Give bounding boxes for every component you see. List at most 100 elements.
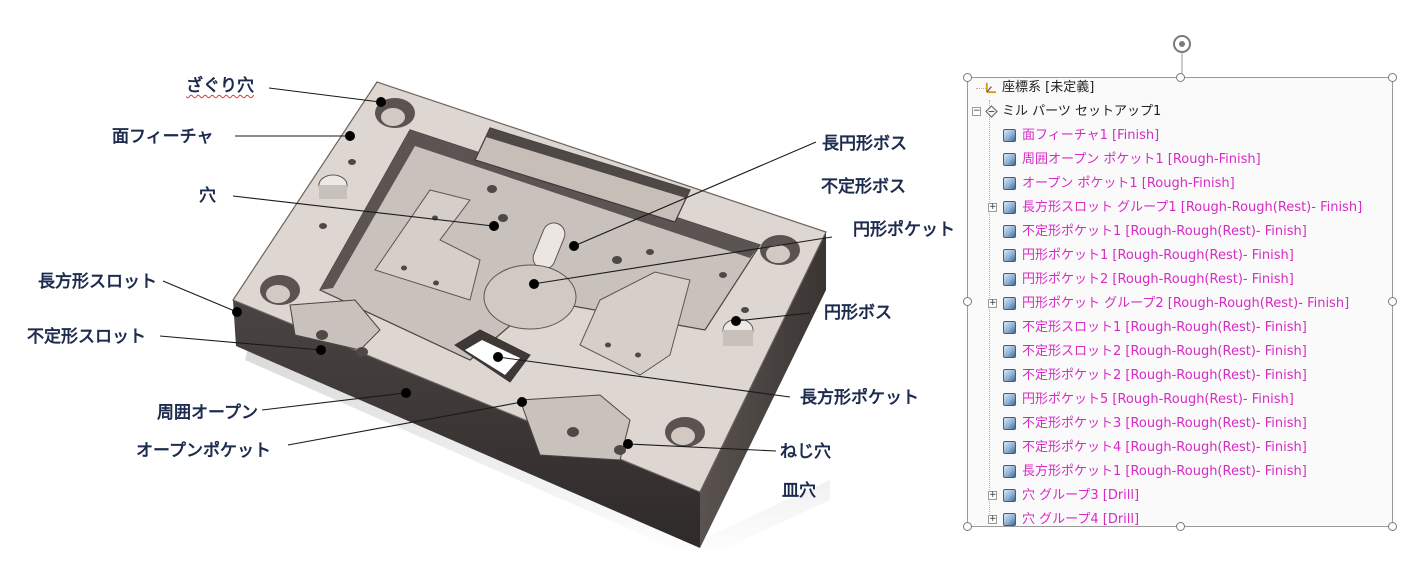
label-irregular-slot: 不定形スロット (27, 327, 146, 347)
tree-selection-frame[interactable] (967, 77, 1393, 527)
label-circular-pocket: 円形ポケット (853, 220, 955, 240)
leader-lines (159, 87, 833, 452)
tree-row-hole-group-4[interactable]: + 穴 グループ4 [Drill] (970, 508, 1390, 532)
tree-row-face-feature[interactable]: 面フィーチャ1 [Finish] (970, 124, 1390, 148)
label-circular-boss: 円形ボス (824, 303, 892, 323)
label-perimeter-open: 周囲オープン (157, 403, 258, 423)
tree-label: 周囲オープン ポケット1 [Rough-Finish] (1022, 152, 1261, 167)
cam-feature-tree: 座標系 [未定義] − ミル パーツ セットアップ1 面フィーチャ1 [Fini… (970, 76, 1390, 527)
label-rect-pocket: 長方形ポケット (800, 388, 919, 408)
pocket-group-icon (1003, 297, 1016, 310)
tree-label: 長方形ポケット1 [Rough-Rough(Rest)- Finish] (1022, 464, 1307, 479)
open-pocket-icon (1003, 177, 1016, 190)
expand-icon[interactable]: + (988, 298, 997, 308)
expand-icon[interactable]: + (988, 202, 997, 212)
tree-row-circular-pocket-5[interactable]: 円形ポケット5 [Rough-Rough(Rest)- Finish] (970, 388, 1390, 412)
tree-label: 不定形ポケット3 [Rough-Rough(Rest)- Finish] (1022, 416, 1307, 431)
tree-row-open-pocket[interactable]: オープン ポケット1 [Rough-Finish] (970, 172, 1390, 196)
counterbore-hole-1-inner (381, 108, 405, 126)
resize-handle-bottom-mid[interactable] (1176, 522, 1185, 531)
tree-label: 穴 グループ3 [Drill] (1022, 488, 1140, 503)
circular-boss-left-side (319, 185, 347, 199)
callout-dots (232, 97, 741, 449)
tree-label: 円形ポケット グループ2 [Rough-Rough(Rest)- Finish] (1022, 296, 1350, 311)
tree-row-irregular-pocket-1[interactable]: 不定形ポケット1 [Rough-Rough(Rest)- Finish] (970, 220, 1390, 244)
pocket-icon (1003, 417, 1016, 430)
label-countersink: 皿穴 (782, 481, 816, 501)
resize-handle-top-left[interactable] (963, 73, 972, 82)
collapse-icon[interactable]: − (972, 106, 981, 116)
tree-row-irregular-slot-2[interactable]: 不定形スロット2 [Rough-Rough(Rest)- Finish] (970, 340, 1390, 364)
small-holes (316, 159, 749, 455)
pocket-icon (1003, 465, 1016, 478)
expand-icon[interactable]: + (988, 514, 997, 524)
tree-row-coordinate-system[interactable]: 座標系 [未定義] (970, 76, 1390, 100)
pocket-icon (1003, 273, 1016, 286)
tree-label: 長方形スロット グループ1 [Rough-Rough(Rest)- Finish… (1022, 200, 1363, 215)
counterbore-hole-3-inner (766, 245, 790, 263)
tree-row-circular-pocket-1[interactable]: 円形ポケット1 [Rough-Rough(Rest)- Finish] (970, 244, 1390, 268)
slot-icon (1003, 321, 1016, 334)
block-right-side (700, 232, 826, 548)
tree-row-mill-setup[interactable]: − ミル パーツ セットアップ1 (970, 100, 1390, 124)
label-hole: 穴 (199, 186, 216, 206)
pocket-icon (1003, 393, 1016, 406)
tree-row-hole-group-3[interactable]: + 穴 グループ3 [Drill] (970, 484, 1390, 508)
perimeter-pocket-icon (1003, 153, 1016, 166)
label-tapped-hole: ねじ穴 (780, 442, 831, 462)
label-rect-slot: 長方形スロット (38, 272, 157, 292)
block-front-side (233, 300, 700, 548)
circular-pocket (483, 264, 577, 330)
label-irregular-boss: 不定形ボス (821, 177, 906, 197)
tree-label: 穴 グループ4 [Drill] (1022, 512, 1140, 527)
tree-row-circular-pocket-group[interactable]: + 円形ポケット グループ2 [Rough-Rough(Rest)- Finis… (970, 292, 1390, 316)
tree-row-slot-group[interactable]: + 長方形スロット グループ1 [Rough-Rough(Rest)- Fini… (970, 196, 1390, 220)
top-slot-wall (486, 128, 690, 198)
resize-handle-top-mid[interactable] (1176, 73, 1185, 82)
mill-setup-icon (985, 105, 998, 118)
irregular-slot (289, 299, 381, 351)
circular-boss-right-side (723, 330, 753, 346)
hole-group-icon (1003, 513, 1016, 526)
rotate-handle-icon[interactable] (1168, 32, 1196, 78)
tree-row-irregular-pocket-3[interactable]: 不定形ポケット3 [Rough-Rough(Rest)- Finish] (970, 412, 1390, 436)
resize-handle-mid-right[interactable] (1388, 297, 1397, 306)
coordinate-system-icon (985, 82, 997, 94)
inner-left-pocket (374, 189, 481, 301)
tree-label: オープン ポケット1 [Rough-Finish] (1022, 176, 1235, 191)
pocket-icon (1003, 225, 1016, 238)
slot-icon (1003, 345, 1016, 358)
slot-group-icon (1003, 201, 1016, 214)
resize-handle-mid-left[interactable] (963, 297, 972, 306)
resize-handle-bottom-left[interactable] (963, 522, 972, 531)
tree-row-perimeter-pocket[interactable]: 周囲オープン ポケット1 [Rough-Finish] (970, 148, 1390, 172)
resize-handle-bottom-right[interactable] (1388, 522, 1397, 531)
tree-row-irregular-pocket-2[interactable]: 不定形ポケット2 [Rough-Rough(Rest)- Finish] (970, 364, 1390, 388)
tree-label: 不定形ポケット2 [Rough-Rough(Rest)- Finish] (1022, 368, 1307, 383)
expand-icon[interactable]: + (988, 490, 997, 500)
label-open-pocket: オープンポケット (136, 441, 271, 461)
tree-label: ミル パーツ セットアップ1 (1002, 104, 1162, 119)
tree-row-irregular-pocket-4[interactable]: 不定形ポケット4 [Rough-Rough(Rest)- Finish] (970, 436, 1390, 460)
right-inner-pocket (579, 271, 691, 376)
tree-label: 円形ポケット1 [Rough-Rough(Rest)- Finish] (1022, 248, 1294, 263)
label-counterbore: ざぐり穴 (186, 76, 254, 96)
label-obround-boss: 長円形ボス (822, 134, 907, 154)
tree-label: 面フィーチャ1 [Finish] (1022, 128, 1160, 143)
pocket-icon (1003, 249, 1016, 262)
tree-label: 円形ポケット2 [Rough-Rough(Rest)- Finish] (1022, 272, 1294, 287)
hole-group-icon (1003, 489, 1016, 502)
tree-label: 不定形ポケット1 [Rough-Rough(Rest)- Finish] (1022, 224, 1307, 239)
tree-label: 不定形スロット1 [Rough-Rough(Rest)- Finish] (1022, 320, 1307, 335)
tree-row-circular-pocket-2[interactable]: 円形ポケット2 [Rough-Rough(Rest)- Finish] (970, 268, 1390, 292)
label-face-feature: 面フィーチャ (112, 127, 214, 147)
counterbore-hole-2-inner (266, 285, 290, 303)
counterbore-hole-4-inner (671, 427, 695, 445)
rect-pocket-opening (465, 340, 520, 375)
tree-label: 不定形スロット2 [Rough-Rough(Rest)- Finish] (1022, 344, 1307, 359)
pocket-icon (1003, 369, 1016, 382)
resize-handle-top-right[interactable] (1388, 73, 1397, 82)
tree-row-rect-pocket-1[interactable]: 長方形ポケット1 [Rough-Rough(Rest)- Finish] (970, 460, 1390, 484)
tree-row-irregular-slot-1[interactable]: 不定形スロット1 [Rough-Rough(Rest)- Finish] (970, 316, 1390, 340)
